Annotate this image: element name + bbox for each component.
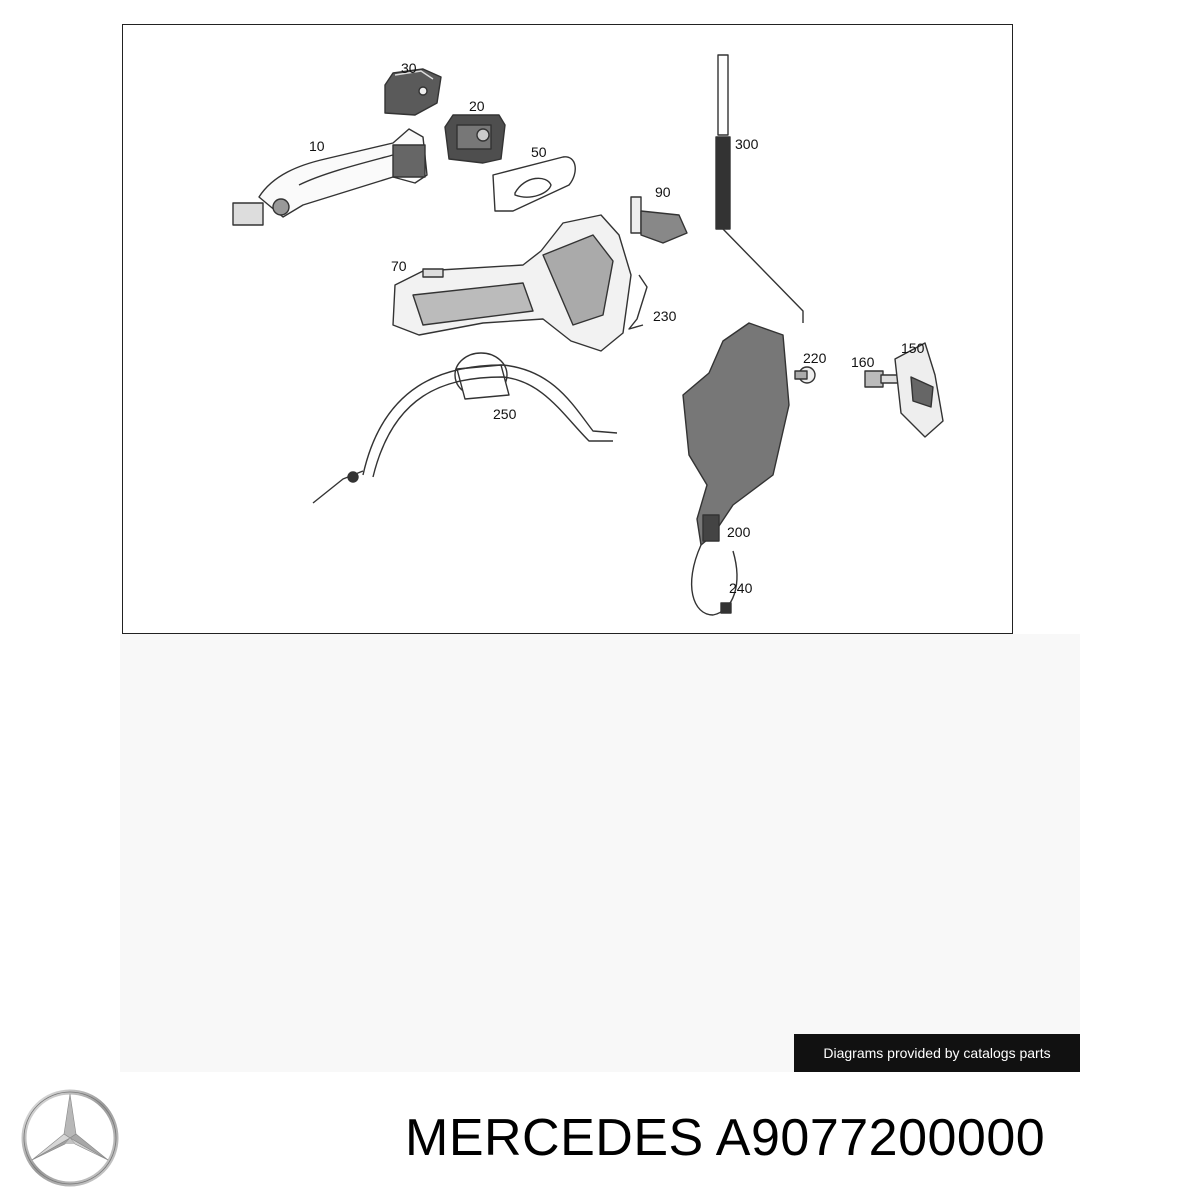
callout-220: 220 [803, 350, 827, 366]
part-gasket [492, 156, 576, 212]
callout-150: 150 [901, 340, 925, 356]
callout-300: 300 [735, 136, 759, 152]
part-striker-bolt [864, 370, 906, 388]
part-number: A9077200000 [715, 1109, 1046, 1167]
part-cable [312, 352, 618, 504]
background-panel [120, 634, 1080, 1072]
callout-250: 250 [493, 406, 517, 422]
callout-230: 230 [653, 308, 677, 324]
part-striker [894, 342, 944, 438]
part-microswitch [630, 196, 688, 244]
part-screw [794, 366, 816, 384]
part-fastener [720, 602, 732, 614]
callout-50: 50 [531, 144, 547, 160]
callout-70: 70 [391, 258, 407, 274]
part-handle [232, 128, 428, 226]
part-door-lock [682, 322, 790, 616]
callout-200: 200 [727, 524, 751, 540]
part-lock-cylinder [444, 114, 506, 164]
mercedes-star-icon [20, 1088, 120, 1188]
callout-90: 90 [655, 184, 671, 200]
callout-30: 30 [401, 60, 417, 76]
part-handle-carrier [392, 214, 632, 352]
part-clip [628, 274, 648, 330]
callout-20: 20 [469, 98, 485, 114]
part-title: MERCEDES A9077200000 [405, 1108, 1045, 1168]
catalog-credit: Diagrams provided by catalogs parts [794, 1034, 1080, 1072]
callout-160: 160 [851, 354, 875, 370]
part-rod [715, 54, 804, 323]
parts-diagram: 30 20 10 50 300 90 70 230 220 160 150 25… [122, 24, 1013, 634]
part-handle-cap [384, 68, 442, 116]
callout-10: 10 [309, 138, 325, 154]
callout-240: 240 [729, 580, 753, 596]
brand-name: MERCEDES [405, 1109, 704, 1167]
